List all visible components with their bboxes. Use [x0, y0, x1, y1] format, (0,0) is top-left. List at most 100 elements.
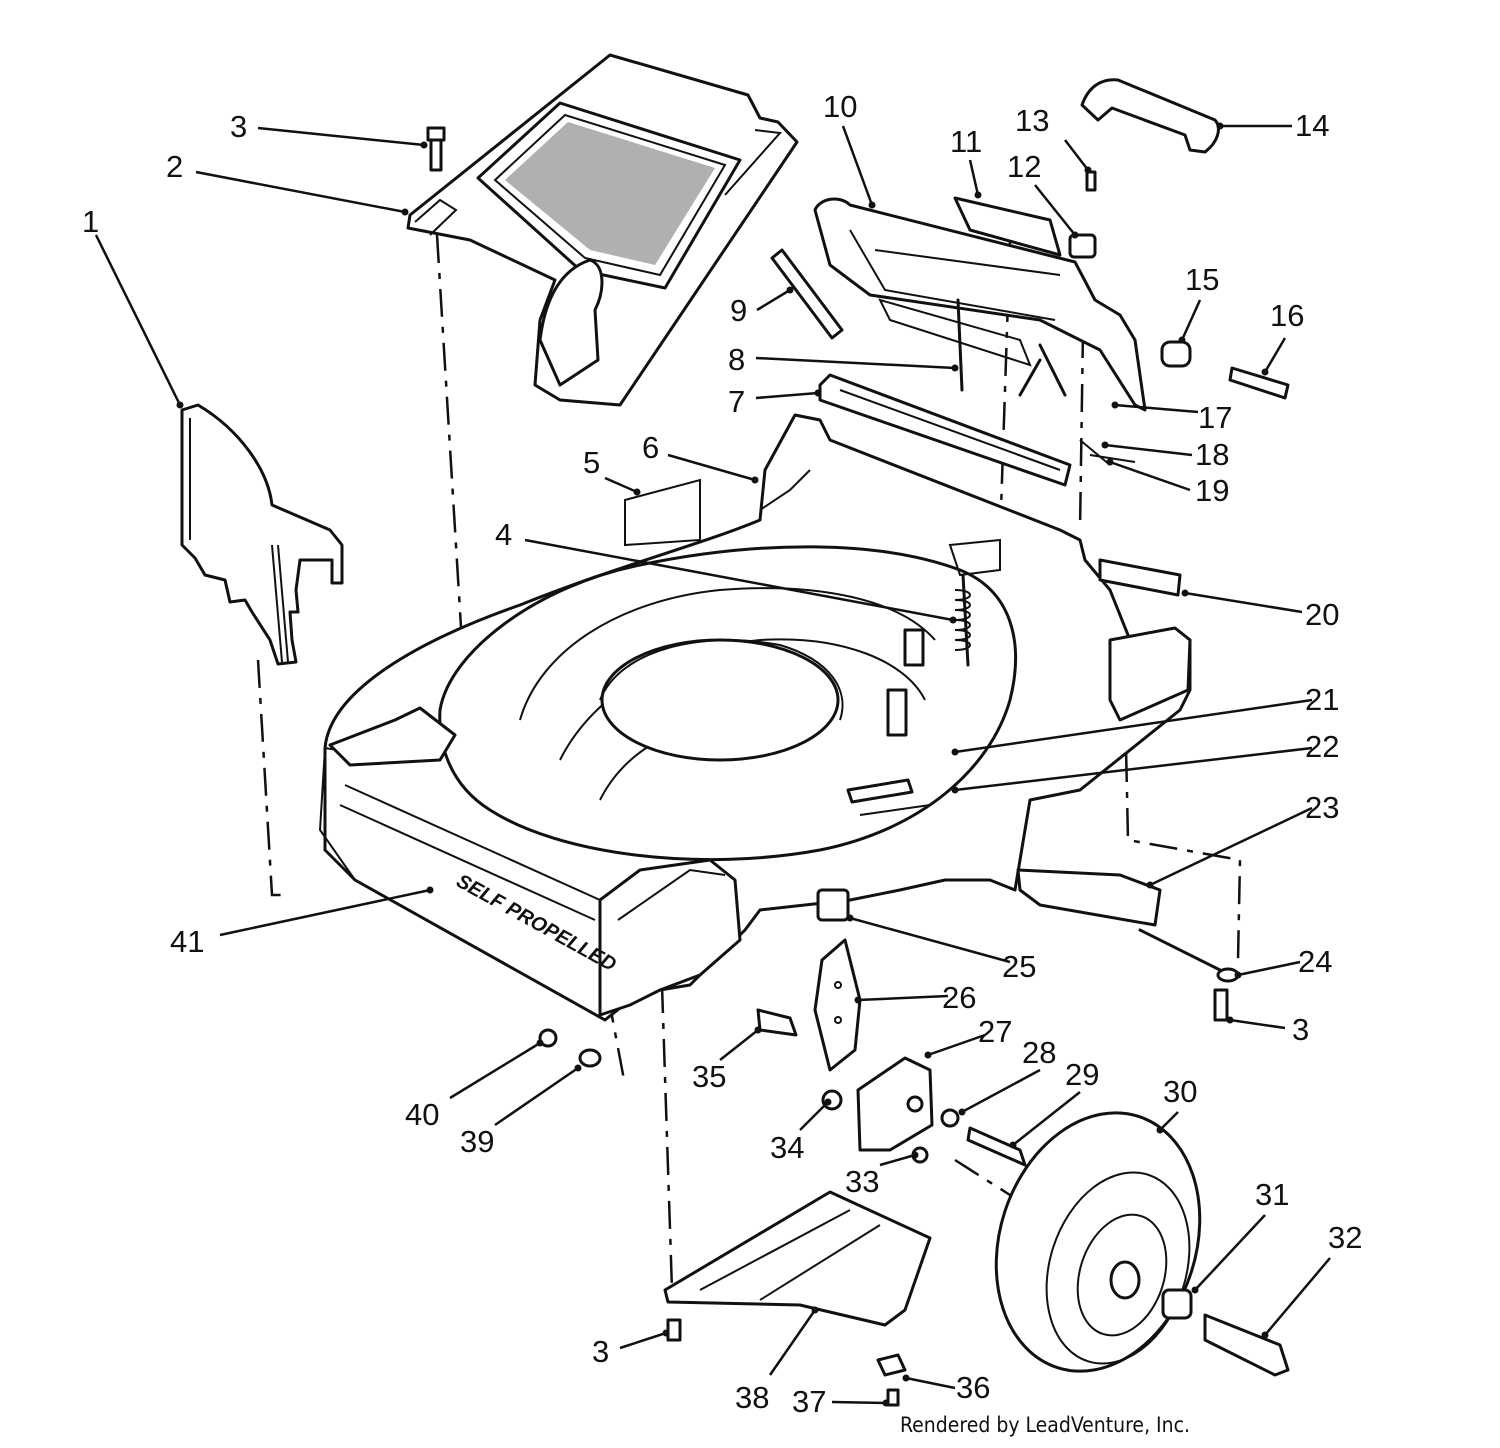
leader-dot-c5 — [633, 488, 641, 496]
mower-deck: SELF PROPELLED — [318, 413, 1240, 1022]
leader-dot-c41 — [426, 886, 434, 894]
leader-line-c38 — [768, 1309, 817, 1376]
callout-label-c22: 22 — [1305, 729, 1339, 764]
callout-label-c15: 15 — [1185, 262, 1219, 297]
leader-line-c33 — [879, 1153, 916, 1167]
leader-dot-c32 — [1261, 1331, 1269, 1339]
leader-dot-c2 — [401, 208, 409, 216]
callout-label-c20: 20 — [1305, 597, 1339, 632]
leader-line-c21 — [954, 698, 1313, 754]
leader-line-c9 — [756, 288, 791, 312]
callout-label-c37: 37 — [792, 1384, 826, 1419]
leader-dot-c29 — [1009, 1141, 1017, 1149]
callout-label-c29: 29 — [1065, 1057, 1099, 1092]
leader-line-c30 — [1159, 1111, 1179, 1131]
leader-line-c27 — [927, 1033, 986, 1057]
leader-line-c39 — [494, 1066, 579, 1127]
callout-label-c3a: 3 — [230, 109, 247, 144]
leader-line-c32 — [1264, 1257, 1331, 1336]
callout-label-c21: 21 — [1305, 682, 1339, 717]
leader-dot-c30 — [1156, 1126, 1164, 1134]
callout-label-c14: 14 — [1295, 108, 1329, 143]
nut-washer — [538, 1028, 602, 1068]
hinge-plate — [818, 373, 1072, 487]
leader-line-c19 — [1109, 460, 1191, 492]
height-adjuster — [756, 938, 1027, 1167]
leader-dot-c1 — [176, 401, 184, 409]
leader-line-c34 — [799, 1101, 829, 1131]
rear-door-cover — [406, 53, 799, 407]
leader-dot-c35 — [754, 1026, 762, 1034]
leader-line-c7 — [755, 391, 819, 400]
callout-label-c7: 7 — [728, 384, 745, 419]
callout-label-c25: 25 — [1002, 949, 1036, 984]
handle-clip — [1068, 170, 1097, 259]
callout-label-c33: 33 — [845, 1164, 879, 1199]
callout-label-c12: 12 — [1007, 149, 1041, 184]
pivot-parts — [1018, 340, 1290, 466]
leader-line-c10 — [841, 125, 874, 206]
callout-label-c30: 30 — [1163, 1074, 1197, 1109]
callout-label-c23: 23 — [1305, 790, 1339, 825]
leader-line-c22 — [954, 746, 1313, 792]
callout-label-c13: 13 — [1015, 103, 1049, 138]
credit-text: Rendered by LeadVenture, Inc. — [900, 1413, 1190, 1437]
leader-line-c3b — [1229, 1018, 1286, 1030]
leader-dot-c18 — [1101, 441, 1109, 449]
leader-dot-c13 — [1084, 166, 1092, 174]
leader-line-c37 — [831, 1400, 887, 1405]
callout-label-c5: 5 — [583, 445, 600, 480]
leader-dot-c33 — [911, 1151, 919, 1159]
leader-dot-c15 — [1178, 336, 1186, 344]
leader-dot-c6 — [751, 476, 759, 484]
callout-label-c3c: 3 — [592, 1334, 609, 1369]
callout-label-c26: 26 — [942, 980, 976, 1015]
leader-dot-c10 — [868, 201, 876, 209]
leader-dot-c20 — [1181, 589, 1189, 597]
callout-label-c11: 11 — [950, 124, 982, 159]
callout-label-c27: 27 — [978, 1014, 1012, 1049]
leader-line-c24 — [1237, 960, 1301, 977]
bolt-top — [426, 126, 446, 172]
front-skirt — [663, 1190, 932, 1407]
callout-label-c35: 35 — [692, 1059, 726, 1094]
leader-dot-c3a — [420, 141, 428, 149]
leader-line-c11 — [968, 159, 980, 196]
leader-line-c23 — [1149, 806, 1313, 887]
leader-line-c13 — [1064, 139, 1089, 171]
callout-label-c19: 19 — [1195, 473, 1229, 508]
leader-line-c40 — [449, 1041, 541, 1100]
brace-bar — [770, 248, 844, 340]
leader-dot-c12 — [1071, 231, 1079, 239]
screen-mesh — [493, 113, 727, 277]
callout-label-c6: 6 — [642, 430, 659, 465]
leader-dot-c25 — [846, 914, 854, 922]
upper-handle — [813, 196, 1147, 412]
callout-label-c38: 38 — [735, 1380, 769, 1415]
leader-line-c17 — [1114, 403, 1199, 414]
callout-label-c41: 41 — [170, 924, 204, 959]
leader-dot-c3b — [1226, 1016, 1234, 1024]
leader-line-c15 — [1180, 299, 1202, 341]
leader-line-c1 — [94, 234, 182, 406]
leader-dot-c34 — [824, 1098, 832, 1106]
leader-dot-c8 — [951, 364, 959, 372]
leader-dot-c36 — [902, 1374, 910, 1382]
leader-line-c20 — [1184, 591, 1303, 614]
leader-line-c5 — [604, 476, 638, 494]
leader-line-c3c — [619, 1331, 667, 1350]
leader-dot-c9 — [786, 286, 794, 294]
callout-label-c8: 8 — [728, 342, 745, 377]
leader-dot-c40 — [536, 1039, 544, 1047]
callout-label-c34: 34 — [770, 1130, 804, 1165]
leader-dot-c39 — [574, 1064, 582, 1072]
leader-line-c4 — [524, 538, 954, 622]
callout-label-c9: 9 — [730, 293, 747, 328]
leader-dot-c21 — [951, 748, 959, 756]
callout-label-c4: 4 — [495, 517, 512, 552]
leader-dot-c4 — [949, 616, 957, 624]
rear-deflector — [180, 403, 344, 666]
callout-label-c28: 28 — [1022, 1035, 1056, 1070]
leader-line-c26 — [857, 994, 949, 1002]
